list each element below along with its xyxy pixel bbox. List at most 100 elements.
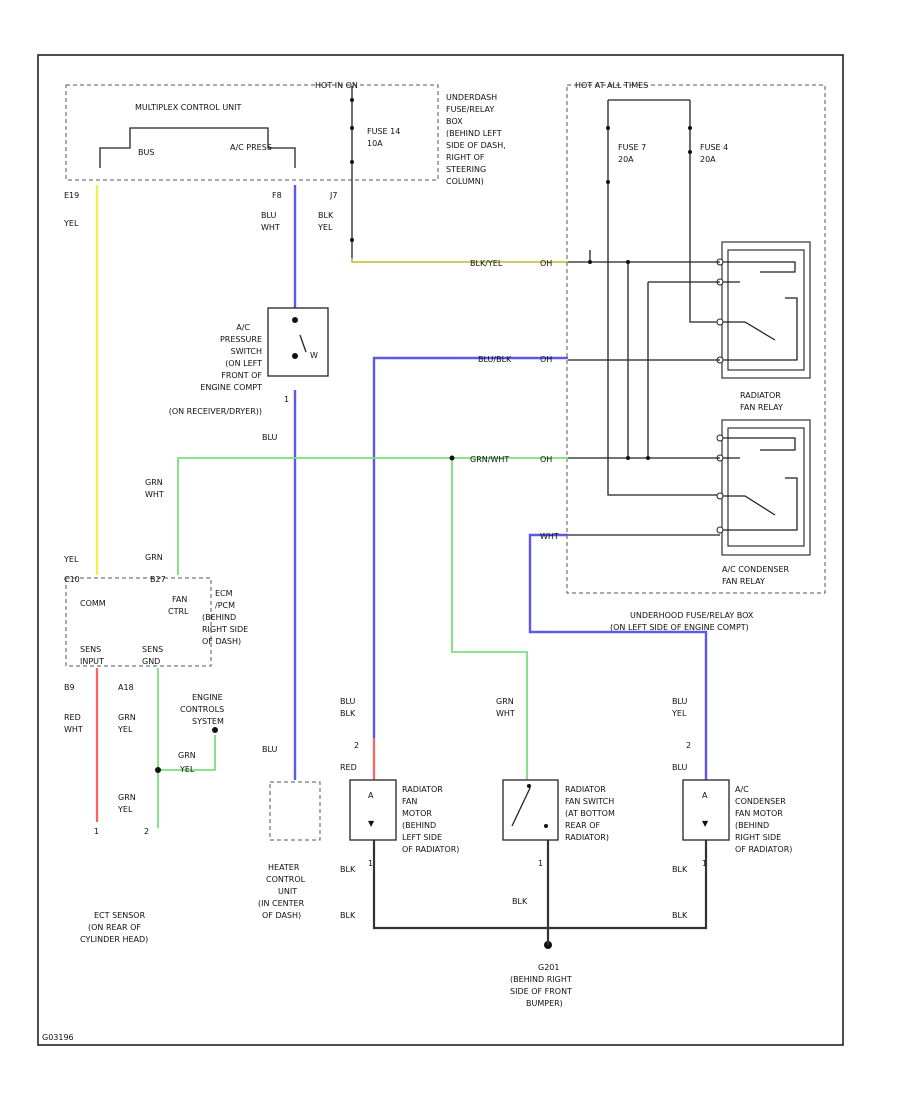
svg-text:RADIATOR: RADIATOR: [565, 785, 606, 794]
wire-label-blublk: BLU/BLK: [478, 355, 512, 364]
wire-label-blu-switch: BLU: [262, 433, 278, 442]
svg-text:FAN RELAY: FAN RELAY: [740, 403, 783, 412]
wire-grn-wht: [177, 457, 568, 575]
svg-text:FAN MOTOR: FAN MOTOR: [735, 809, 783, 818]
ect-sensor: 1 2 ECT SENSOR (ON REAR OF CYLINDER HEAD…: [80, 827, 149, 944]
svg-text:1: 1: [284, 395, 289, 404]
svg-text:PRESSURE: PRESSURE: [220, 335, 262, 344]
underhood-box-label-2: (ON LEFT SIDE OF ENGINE COMPT): [610, 623, 749, 632]
wire-label-grn-left: GRN: [145, 478, 163, 487]
underdash-fuse-box-outline: [65, 84, 439, 181]
wire-grn-yel-ecm: [158, 735, 216, 771]
svg-text:INPUT: INPUT: [80, 657, 104, 666]
svg-text:A/C: A/C: [236, 323, 250, 332]
wire-label-oh-2: OH: [540, 355, 552, 364]
svg-text:▼: ▼: [702, 819, 709, 828]
svg-text:(BEHIND LEFT: (BEHIND LEFT: [446, 129, 502, 138]
svg-text:RED: RED: [340, 763, 357, 772]
wire-label-grn-join: GRN: [178, 751, 196, 760]
svg-text:20A: 20A: [618, 155, 634, 164]
svg-text:OF DASH): OF DASH): [262, 911, 301, 920]
svg-text:GRN: GRN: [496, 697, 514, 706]
wire-label-blkyel: BLK/YEL: [470, 259, 503, 268]
ac-pressure-switch: W A/C PRESSURE SWITCH (ON LEFT FRONT OF …: [169, 307, 329, 416]
svg-text:UNDERDASH: UNDERDASH: [446, 93, 497, 102]
svg-text:(BEHIND: (BEHIND: [402, 821, 436, 830]
svg-text:SENS: SENS: [142, 645, 163, 654]
ground-wires: [372, 840, 708, 930]
wire-label-oh-1: OH: [540, 259, 552, 268]
svg-text:FAN: FAN: [172, 595, 187, 604]
svg-text:A: A: [368, 791, 374, 800]
svg-text:W: W: [310, 351, 318, 360]
ecm-pcm: C10 B27 COMM FAN CTRL ECM /PCM (BEHIND R…: [64, 575, 248, 692]
svg-text:SWITCH: SWITCH: [231, 347, 262, 356]
svg-text:(AT BOTTOM: (AT BOTTOM: [565, 809, 615, 818]
wire-label-grn-2: GRN: [118, 713, 136, 722]
svg-text:▼: ▼: [368, 819, 375, 828]
fuse-7-and-fuse-4: FUSE 7 20A FUSE 4 20A: [606, 99, 728, 496]
svg-text:MULTIPLEX CONTROL UNIT: MULTIPLEX CONTROL UNIT: [135, 103, 242, 112]
svg-text:SIDE OF DASH,: SIDE OF DASH,: [446, 141, 506, 150]
svg-text:BOX: BOX: [446, 117, 463, 126]
svg-text:/PCM: /PCM: [215, 601, 235, 610]
svg-text:(ON REAR OF: (ON REAR OF: [88, 923, 141, 932]
svg-text:ECM: ECM: [215, 589, 233, 598]
svg-text:C10: C10: [64, 575, 80, 584]
svg-text:10A: 10A: [367, 139, 383, 148]
wire-label-f8-blu: BLU: [261, 211, 277, 220]
svg-text:A: A: [702, 791, 708, 800]
radiator-fan-motor: BLU BLK 2 RED A ▼ RADIATOR FAN MOTOR (BE…: [340, 697, 459, 868]
svg-text:RIGHT SIDE: RIGHT SIDE: [735, 833, 781, 842]
svg-text:RADIATOR: RADIATOR: [740, 391, 781, 400]
svg-text:HEATER: HEATER: [268, 863, 300, 872]
wire-label-blk-4: BLK: [672, 865, 688, 874]
hot-at-all-times-label: HOT AT ALL TIMES: [575, 81, 648, 90]
ground-g201: G201 (BEHIND RIGHT SIDE OF FRONT BUMPER): [510, 963, 572, 1008]
svg-text:SYSTEM: SYSTEM: [192, 717, 224, 726]
svg-text:MOTOR: MOTOR: [402, 809, 432, 818]
svg-text:UNIT: UNIT: [278, 887, 297, 896]
svg-text:FUSE 7: FUSE 7: [618, 143, 646, 152]
wire-label-j7-blk: BLK: [318, 211, 334, 220]
diagram-frame: [37, 54, 844, 1046]
svg-text:RADIATOR): RADIATOR): [565, 833, 609, 842]
svg-text:(ON LEFT: (ON LEFT: [225, 359, 262, 368]
pin-e19: E19: [64, 191, 79, 200]
svg-text:OF RADIATOR): OF RADIATOR): [402, 845, 459, 854]
svg-text:FUSE 4: FUSE 4: [700, 143, 728, 152]
wire-label-blk-3: BLK: [512, 897, 528, 906]
svg-text:20A: 20A: [700, 155, 716, 164]
svg-text:FUSE 14: FUSE 14: [367, 127, 400, 136]
fuse-14: FUSE 14 10A: [350, 86, 400, 258]
svg-text:A/C CONDENSER: A/C CONDENSER: [722, 565, 789, 574]
svg-text:A/C: A/C: [735, 785, 749, 794]
svg-text:(BEHIND: (BEHIND: [202, 613, 236, 622]
svg-text:A18: A18: [118, 683, 134, 692]
wire-label-grn-3: GRN: [118, 793, 136, 802]
underdash-fuse-box-description: UNDERDASH FUSE/RELAY BOX (BEHIND LEFT SI…: [446, 93, 506, 186]
wire-wht-blu: [528, 533, 708, 780]
svg-text:YEL: YEL: [671, 709, 687, 718]
wire-label-blk-1: BLK: [340, 865, 356, 874]
svg-text:1: 1: [368, 859, 373, 868]
svg-text:RIGHT OF: RIGHT OF: [446, 153, 485, 162]
wire-label-e19-yel: YEL: [63, 219, 79, 228]
wire-label-yel-ecm: YEL: [63, 555, 79, 564]
svg-text:FAN SWITCH: FAN SWITCH: [565, 797, 614, 806]
svg-text:COMM: COMM: [80, 599, 106, 608]
wire-label-f8-wht: WHT: [261, 223, 280, 232]
ac-condenser-fan-relay: A/C CONDENSER FAN RELAY: [716, 419, 811, 586]
wire-label-red: RED: [64, 713, 81, 722]
svg-text:(IN CENTER: (IN CENTER: [258, 899, 305, 908]
underhood-box-label-1: UNDERHOOD FUSE/RELAY BOX: [630, 611, 754, 620]
wire-label-yel-3: YEL: [117, 805, 133, 814]
wire-label-oh-3: OH: [540, 455, 552, 464]
svg-text:CTRL: CTRL: [168, 607, 189, 616]
svg-text:CONTROL: CONTROL: [266, 875, 306, 884]
ecm-pcm-outline: [65, 577, 212, 667]
svg-text:BUS: BUS: [138, 148, 154, 157]
svg-text:2: 2: [686, 741, 691, 750]
wire-label-wht: WHT: [540, 532, 559, 541]
svg-text:BLU: BLU: [672, 763, 688, 772]
